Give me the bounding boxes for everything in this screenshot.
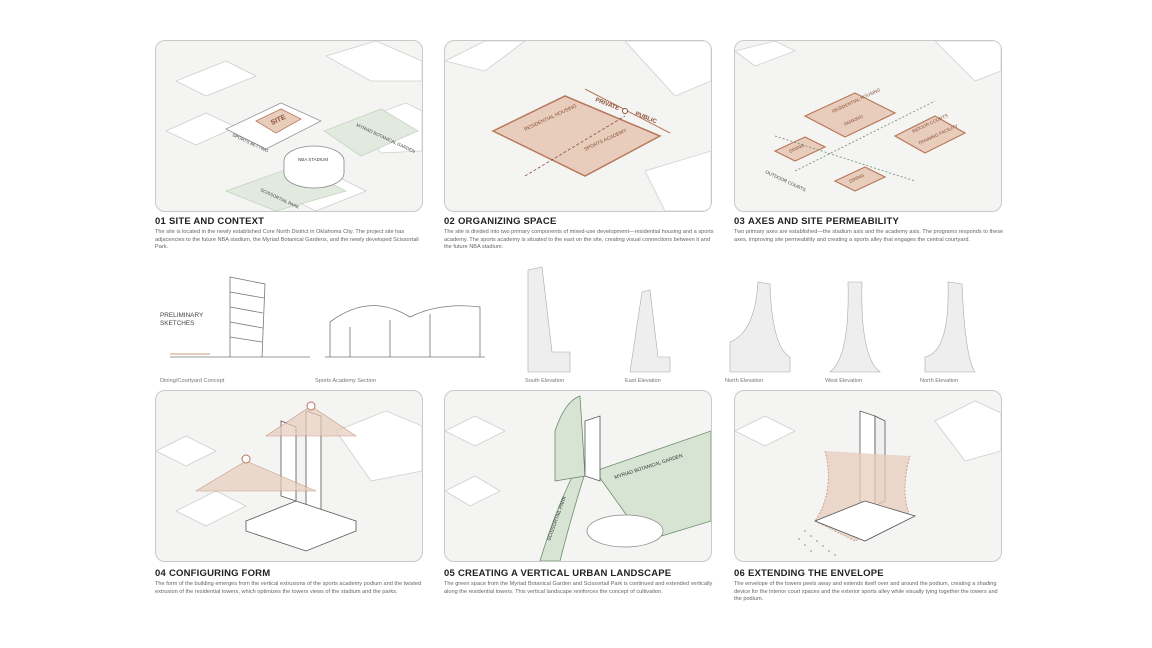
caption-text: The form of the building emerges from th… bbox=[155, 581, 422, 595]
axes-permeability-diagram: RESIDENTIAL HOUSING PARKING INDOOR COURT… bbox=[735, 41, 1001, 193]
eye-icon bbox=[306, 401, 316, 411]
sketch-label-5: North Elevation bbox=[725, 378, 763, 384]
public-label: PUBLIC bbox=[634, 111, 658, 125]
sketch-label-7: North Elevation bbox=[920, 378, 958, 384]
caption-text: The green space from the Myriad Botanica… bbox=[444, 581, 713, 595]
outdoor-dots bbox=[798, 530, 836, 556]
caption-text: The site is located in the newly establi… bbox=[155, 229, 419, 251]
panel-vertical-landscape: MYRIAD BOTANICAL GARDEN SCISSORTAIL PARK bbox=[444, 390, 712, 562]
eye-icon bbox=[241, 454, 251, 464]
sketch-label-1: Dining/Courtyard Concept bbox=[160, 378, 225, 384]
sketch-label-4: East Elevation bbox=[625, 378, 661, 384]
nba-stadium-label: NBA STADIUM bbox=[298, 157, 328, 162]
sketch-elevations bbox=[527, 266, 976, 373]
panel-extending-envelope bbox=[734, 390, 1002, 562]
sketch-label-3: South Elevation bbox=[525, 378, 564, 384]
outdoor-courts-label: OUTDOOR COURTS bbox=[765, 169, 807, 192]
sketch-label-2: Sports Academy Section bbox=[315, 378, 376, 384]
organizing-space-diagram: PRIVATE PUBLIC RESIDENTIAL HOUSING SPORT… bbox=[445, 41, 711, 211]
site-parcel bbox=[255, 108, 302, 134]
configuring-form-diagram bbox=[156, 401, 422, 552]
sketch-sports-academy-section bbox=[325, 305, 485, 358]
vertical-landscape-diagram: MYRIAD BOTANICAL GARDEN SCISSORTAIL PARK bbox=[445, 395, 711, 561]
caption-text: The site is divided into two primary com… bbox=[444, 229, 714, 251]
sketch-label-6: West Elevation bbox=[825, 378, 862, 384]
sketch-dining-courtyard bbox=[170, 276, 310, 358]
site-context-diagram: SITE SPORTS BETTING NBA STADIUM MYRIAD B… bbox=[165, 41, 422, 211]
caption-text: Two primary axes are established—the sta… bbox=[734, 229, 1004, 243]
sketch-row: Dining/Courtyard Concept Sports Academy … bbox=[160, 266, 976, 384]
dining-label-2: DINING bbox=[848, 172, 865, 184]
panel-organizing-space: PRIVATE PUBLIC RESIDENTIAL HOUSING SPORT… bbox=[444, 40, 712, 212]
caption-text: The envelope of the towers peels away an… bbox=[734, 581, 998, 603]
panel-configuring-form bbox=[155, 390, 423, 562]
dining-label-1: DINING bbox=[788, 142, 805, 154]
panel-site-context: SITE SPORTS BETTING NBA STADIUM MYRIAD B… bbox=[155, 40, 423, 212]
preliminary-sketches-heading: PRELIMINARY SKETCHES bbox=[160, 312, 204, 327]
panel-axes-permeability: RESIDENTIAL HOUSING PARKING INDOOR COURT… bbox=[734, 40, 1002, 212]
extending-envelope-diagram bbox=[735, 400, 1001, 556]
